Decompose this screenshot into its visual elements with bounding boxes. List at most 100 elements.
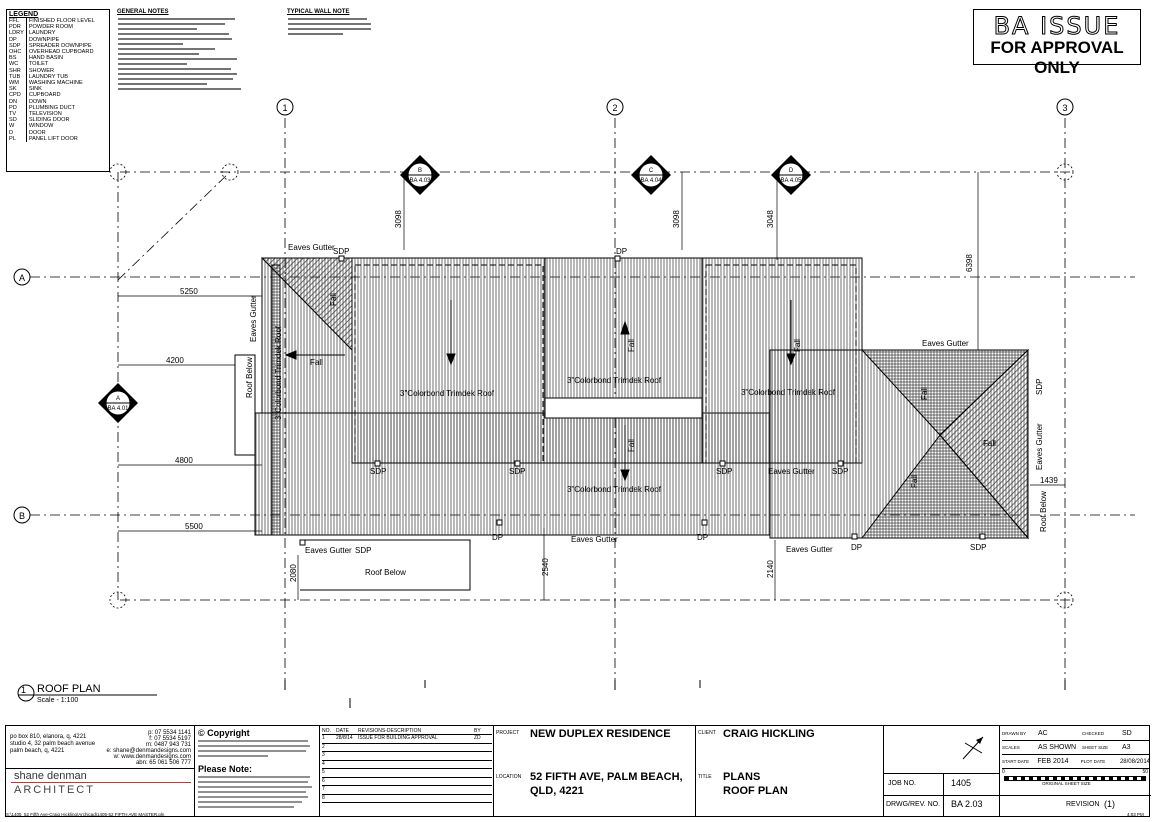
revision-no: 5 [322,769,325,775]
job-no: 1405 [951,778,972,788]
job-no-label: JOB NO. [888,780,917,787]
general-notes: GENERAL NOTES [117,9,245,106]
copyright-title: © Copyright [198,728,250,738]
revision-by [474,769,492,777]
sdp-mid-4: SDP [832,467,848,476]
dim-2140: 2140 [766,560,775,578]
section-marker-d: D BA 4.05 [771,155,811,195]
legend-code: SK [9,86,27,93]
fall-center-lower: Fall [627,439,636,452]
legend-desc: WASHING MACHINE [28,80,83,87]
legend-code: PD [9,104,27,112]
legend-desc: SLIDING DOOR [28,117,70,124]
roof-label-left: 3"Colorbond Trimdek Roof [400,389,495,398]
revision-by [474,786,492,794]
north-arrow-icon [962,736,984,760]
fall-top-right: Fall [793,339,802,352]
revision-no: 4 [322,760,325,767]
roof-label-bottom: 3"Colorbond Trimdek Roof [567,485,662,494]
revision-date [336,761,358,769]
revision-desc [358,795,474,803]
firm-contacts: p: 07 5534 1141 f: 07 5534 5197 m: 0487 … [106,730,191,766]
revision-no: 2 [322,743,325,750]
revision-date [336,778,358,786]
sdp-right: SDP [1035,379,1044,395]
corner-markers [109,163,1074,609]
roof-below-bottom: Roof Below [365,568,406,577]
section-marker-b: B BA 4.03 [400,155,440,195]
revision-label: REVISION [1066,801,1100,808]
dim-3048: 3048 [766,210,775,228]
legend-desc: DOWN [28,98,47,105]
title-block: po box 810, elanora, q, 4221 studio 4, 3… [5,725,1151,817]
revision-desc [358,744,474,752]
revision-desc [358,778,474,786]
grid-label-2: 2 [612,103,617,113]
section-marker-c: C BA 4.04 [631,155,671,195]
legend-code: WM [9,80,27,87]
legend-desc: DOWNPIPE [28,36,60,43]
eaves-gutter-right: Eaves Gutter [922,339,969,348]
plan-number: 1 [21,685,27,695]
section-c-ref: BA 4.04 [640,178,662,184]
typical-wall-note-title: TYPICAL WALL NOTE [287,9,350,15]
client-label: CLIENT [698,730,716,736]
legend-desc: LAUNDRY [28,30,56,37]
section-c-letter: C [649,168,654,174]
legend-code: DP [9,36,27,43]
legend-code: SDP [9,42,27,50]
dp-top: DP [616,247,627,256]
project-label: PROJECT [496,730,520,736]
legend-code: SHR [9,67,27,74]
legend-desc: DOOR [28,129,46,136]
grid-label-1: 1 [282,103,287,113]
downpipe-markers [299,255,986,546]
dimension-labels: 5250 4200 4800 5500 3098 3098 3048 6398 … [166,210,1058,582]
eaves-gutter-bottom-left: Eaves Gutter [305,546,352,555]
section-d-letter: D [789,168,794,174]
legend-desc: HAND BASIN [28,55,64,62]
revision-no: 3 [322,752,325,758]
revision-row: 8 [322,795,492,803]
legend-code: TUB [9,73,27,81]
revision-by [474,752,492,760]
drawing-title-1: PLANS [723,771,761,783]
roof-below-left: Roof Below [245,357,254,398]
grid-marker-3: 3 [1056,98,1074,116]
plan-name: ROOF PLAN [37,683,101,695]
plot-time: 4:03 PM [1127,812,1144,817]
legend-desc: OVERHEAD CUPBOARD [28,49,94,56]
dp-bottom-2: DP [697,533,708,542]
revision-date [336,795,358,803]
copyright-text-lines [198,740,310,757]
location-line-1: 52 FIFTH AVE, PALM BEACH, [530,771,683,783]
firm-name: shane denman [14,770,87,782]
legend-desc: SINK [28,86,42,93]
revision-date [336,769,358,777]
revision-no: 1 [322,735,325,741]
revision-date [336,786,358,794]
dim-3098-a: 3098 [394,210,403,228]
dp-bottom-right: DP [851,543,862,552]
eaves-gutter-mid: Eaves Gutter [768,467,815,476]
legend-code: BS [9,55,27,62]
typical-wall-note-text-lines [288,18,371,35]
firm-address: po box 810, elanora, q, 4221 studio 4, 3… [10,734,96,754]
general-notes-title: GENERAL NOTES [117,9,169,15]
revision-row: 2 [322,743,492,752]
legend-desc: WINDOW [28,123,54,130]
grid-label-b: B [19,511,25,521]
eaves-gutter-left: Eaves Gutter [249,295,258,342]
plan-scale: Scale - 1:100 [37,697,79,704]
location-line-2: QLD, 4221 [530,785,584,797]
